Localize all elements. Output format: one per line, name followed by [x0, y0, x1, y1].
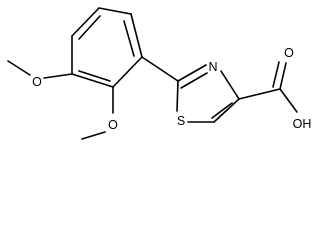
bond-methoxy-2-methyl	[81, 131, 106, 140]
atom-label-hydroxyl: OH	[293, 117, 312, 131]
atom-label-thiazole-sulfur: S	[177, 114, 185, 128]
bond-thiazole	[213, 98, 240, 123]
bond-thiazole	[220, 70, 240, 100]
bond-thiazole-double	[211, 102, 233, 119]
bond-benzene-double	[78, 15, 101, 40]
bond-benzene-double	[78, 70, 111, 82]
atom-label-methoxy-oxygen-2: O	[108, 118, 118, 132]
atom-label-thiazole-nitrogen: N	[208, 60, 217, 74]
chemical-structure-diagram: O O N S O OH	[7, 7, 311, 140]
bond-benzene	[71, 7, 100, 37]
bond-thiazole-double	[180, 72, 208, 89]
bond-carbonyl-double	[272, 61, 280, 88]
bond-benzene	[71, 73, 114, 88]
atom-label-methoxy-oxygen-1: O	[32, 75, 42, 89]
bond-thiazole	[177, 64, 207, 82]
bonds	[7, 7, 298, 140]
bond-methoxy-1-methyl	[7, 60, 31, 76]
atom-labels: O O N S O OH	[32, 46, 311, 132]
bond-carboxyl	[238, 88, 281, 100]
bond-benzene	[98, 7, 132, 15]
bond-benzene-double	[123, 20, 135, 57]
bond-benzene	[130, 13, 143, 58]
bond-benzene	[112, 56, 143, 88]
bond-carbonyl	[279, 62, 287, 90]
atom-label-carboxyl-oxygen: O	[284, 46, 294, 60]
bond-thiazole	[176, 80, 179, 112]
bond-hydroxyl	[279, 88, 298, 113]
bond-aryl-thiazole	[141, 56, 179, 82]
bond-methoxy-1	[43, 73, 73, 79]
